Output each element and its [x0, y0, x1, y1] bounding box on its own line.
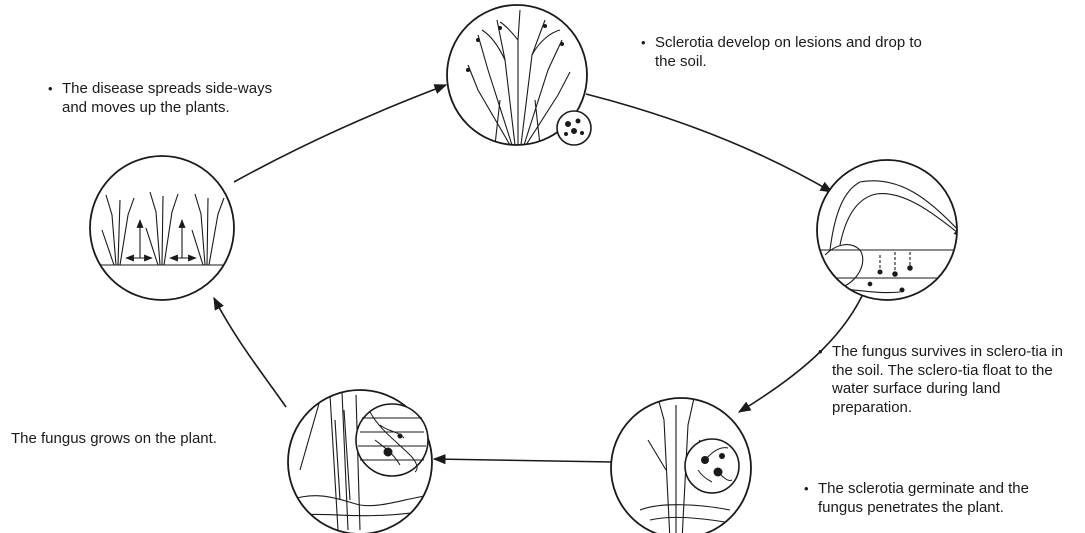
bullet-icon: •	[48, 80, 53, 99]
sclerotia-magnified-inset	[557, 111, 591, 145]
arrow-top-to-right	[586, 94, 832, 192]
stage-fungus-grows	[288, 390, 432, 533]
caption-text: The fungus grows on the plant.	[11, 430, 217, 447]
caption-disease-spreads: • The disease spreads side-ways and move…	[62, 80, 282, 117]
caption-sclerotia-drop: • Sclerotia develop on lesions and drop …	[655, 34, 925, 71]
caption-text: The disease spreads side-ways and moves …	[62, 80, 272, 116]
caption-text: The sclerotia germinate and the fungus p…	[818, 480, 1029, 516]
arrow-bottom-right-to-bottom-left	[434, 459, 613, 462]
stage-sclerotia-in-soil	[817, 160, 962, 300]
bullet-icon: •	[641, 34, 646, 53]
fungus-magnified-inset	[356, 404, 428, 476]
bullet-icon: •	[818, 343, 823, 362]
stage-sclerotia-on-plant	[447, 5, 591, 150]
caption-fungus-grows: The fungus grows on the plant.	[11, 430, 251, 449]
caption-text: The fungus survives in sclero-tia in the…	[832, 343, 1063, 416]
caption-text: Sclerotia develop on lesions and drop to…	[655, 34, 922, 70]
stage-sclerotia-germinate	[611, 398, 751, 533]
bullet-icon: •	[804, 480, 809, 499]
germination-magnified-inset	[685, 439, 739, 493]
arrow-bottom-left-to-left	[214, 298, 286, 407]
stage-disease-spreads	[90, 156, 234, 300]
caption-fungus-survives: • The fungus survives in sclero-tia in t…	[832, 343, 1072, 417]
caption-sclerotia-germinate: • The sclerotia germinate and the fungus…	[818, 480, 1078, 517]
